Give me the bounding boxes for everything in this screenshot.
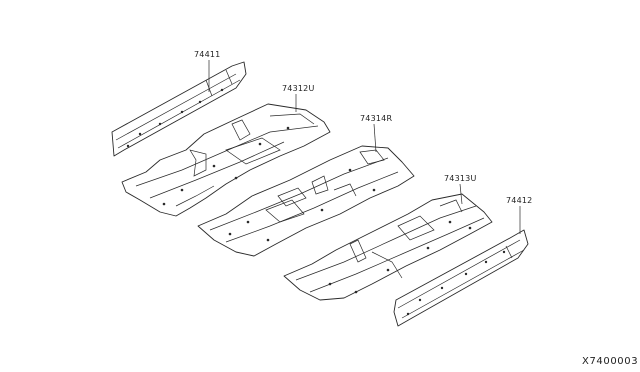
part-label-74312U[interactable]: 74312U xyxy=(282,84,315,93)
part-74312U-front-floor[interactable] xyxy=(121,94,331,217)
part-label-74314R[interactable]: 74314R xyxy=(360,114,393,123)
part-74314R-center-floor[interactable] xyxy=(197,123,415,257)
part-74313U-floor-right[interactable] xyxy=(283,183,493,301)
part-label-74412[interactable]: 74412 xyxy=(506,196,533,205)
part-label-74313U[interactable]: 74313U xyxy=(444,174,477,183)
part-74412-sill-right[interactable] xyxy=(393,206,529,327)
part-74411-sill-left[interactable] xyxy=(111,60,247,157)
diagram-reference-code: X7400003 xyxy=(582,356,639,367)
part-label-74411[interactable]: 74411 xyxy=(194,50,221,59)
